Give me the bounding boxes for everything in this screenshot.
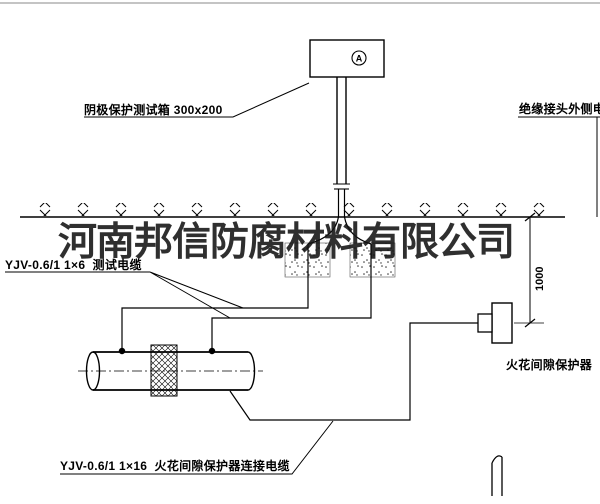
test-cable-leader-lines: [5, 271, 244, 319]
weld-point-right: [208, 347, 216, 355]
anchor-block-right: [349, 242, 396, 278]
test-box-leader-line: [84, 82, 310, 118]
ammeter-letter: A: [356, 54, 363, 64]
conduit: [333, 77, 350, 217]
spark-gap-protector: [477, 302, 513, 344]
cable-flares: [307, 216, 372, 245]
insulating-joint: [150, 344, 178, 397]
right-cable-label: 绝缘接头外侧电缆: [519, 102, 600, 116]
connection-cable-leader-line: [60, 420, 334, 475]
spark-gap-cable: [229, 322, 478, 421]
right-cable-leader-line: [518, 116, 600, 217]
pipe-riser-symbol: [491, 455, 503, 496]
ammeter-circle-icon: [351, 50, 367, 66]
weld-point-left: [118, 347, 126, 355]
test-box-label: 阴极保护测试箱 300x200: [84, 103, 223, 117]
ground-hatch-marks: [26, 203, 562, 216]
test-cable-label: YJV-0.6/1 1×6 测试电缆: [5, 258, 142, 272]
connection-cable-label: YJV-0.6/1 1×16 火花间隙保护器连接电缆: [60, 459, 290, 473]
test-box: A: [309, 39, 385, 78]
dimension-1000: [514, 212, 544, 328]
test-cable-right: [211, 244, 372, 349]
dimension-1000-label: 1000: [534, 266, 546, 291]
spark-gap-label: 火花间隙保护器: [506, 358, 593, 372]
test-cable-left: [121, 244, 309, 349]
